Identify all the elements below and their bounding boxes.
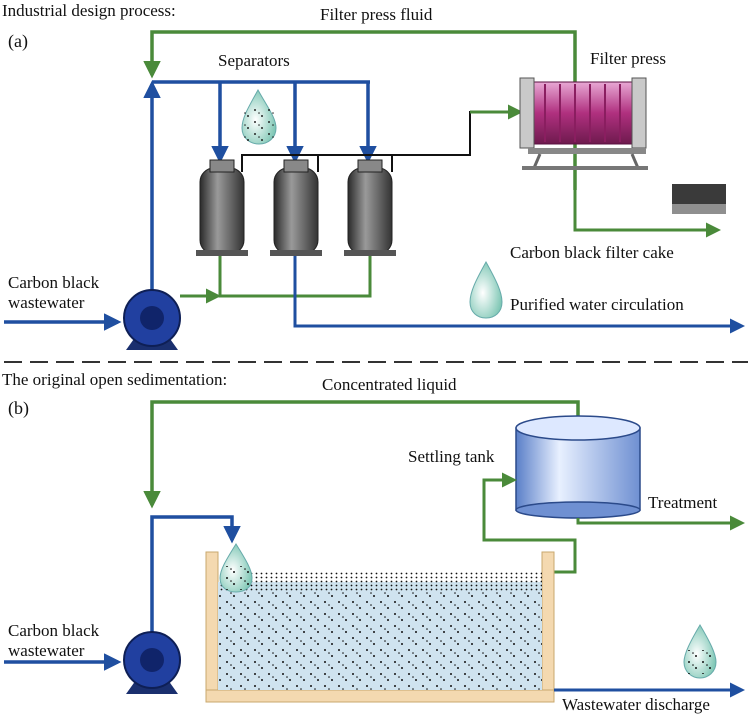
inflow-droplet-icon: [219, 543, 253, 593]
pump-a-icon: [123, 289, 181, 350]
basin-inflow-line: [150, 515, 241, 640]
inlet-a-label-1: Carbon black: [8, 273, 100, 292]
pump-b-icon: [123, 631, 181, 694]
panel-a-tag: (a): [8, 31, 28, 52]
discharge-droplet-icon: [683, 624, 717, 679]
panel-b-heading: The original open sedimentation:: [2, 370, 227, 389]
separator-3-icon: [344, 159, 396, 256]
basin-to-tank-line: [482, 472, 577, 574]
separator-1-icon: [196, 159, 248, 256]
filter-cake-icon: [672, 184, 726, 214]
purified-water-droplet-icon: [469, 260, 503, 319]
settling-tank-icon: [515, 415, 641, 519]
treatment-line: [576, 515, 745, 531]
panel-b-tag: (b): [8, 398, 29, 419]
filter-cake-label: Carbon black filter cake: [510, 243, 674, 262]
inlet-b-label-2: wastewater: [8, 641, 85, 660]
purified-water-line: [293, 256, 745, 334]
filter-press-label: Filter press: [590, 49, 666, 68]
wastewater-discharge-label: Wastewater discharge: [562, 695, 710, 714]
filter-press-icon: [519, 77, 648, 170]
settling-tank-label: Settling tank: [408, 447, 495, 466]
concentrated-liquid-line: [143, 400, 580, 509]
panel-a-heading: Industrial design process:: [2, 1, 176, 20]
treatment-label: Treatment: [648, 493, 718, 512]
inlet-b-label-1: Carbon black: [8, 621, 100, 640]
panel-a: Industrial design process: (a) Filter pr…: [2, 1, 745, 350]
separators-label: Separators: [218, 51, 290, 70]
water-droplet-icon: [241, 88, 277, 145]
purified-water-label: Purified water circulation: [510, 295, 684, 314]
panel-b: The original open sedimentation: (b) Con…: [2, 370, 745, 714]
filter-cake-line: [573, 170, 721, 238]
separator-2-icon: [270, 159, 322, 256]
inlet-a-label-2: wastewater: [8, 293, 85, 312]
filter-press-fluid-label: Filter press fluid: [320, 5, 433, 24]
concentrated-liquid-label: Concentrated liquid: [322, 375, 457, 394]
sedimentation-basin-icon: [205, 551, 555, 703]
